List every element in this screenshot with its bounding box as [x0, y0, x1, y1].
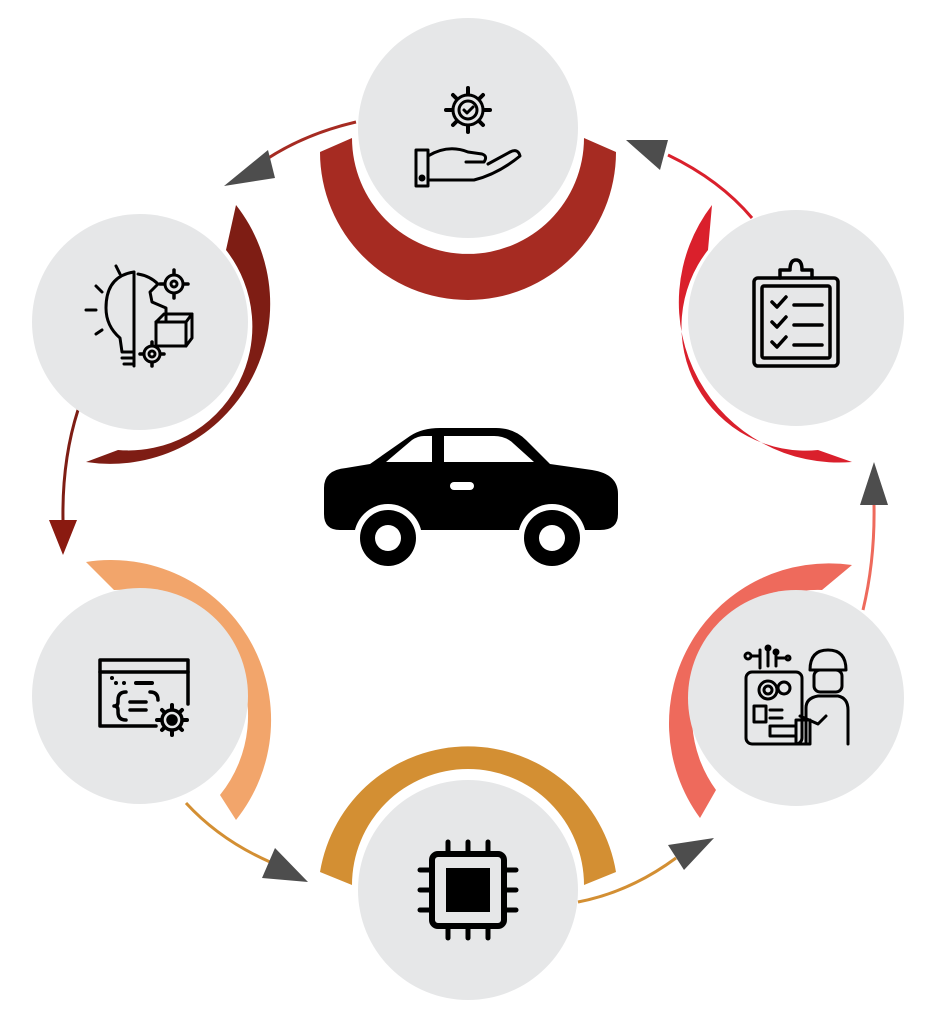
lightbulb-gears-icon	[84, 264, 194, 368]
connector-software-to-hardware	[184, 801, 271, 864]
engineer-workstation-icon	[743, 644, 850, 746]
connector-hardware-to-engineering	[577, 856, 677, 904]
arc-checklist	[678, 205, 852, 463]
circle-software	[32, 588, 248, 804]
arrowhead-hardware-to-engineering	[668, 838, 714, 870]
arrowhead-engineering-to-checklist	[860, 462, 888, 505]
clipboard-checklist-icon	[752, 258, 840, 368]
arc-hardware	[320, 746, 616, 885]
arc-software	[86, 560, 272, 820]
arrowhead-ideation-to-software	[49, 520, 77, 555]
arrowhead-checklist-to-service	[626, 140, 668, 170]
code-window-gear-icon	[98, 658, 190, 737]
microchip-icon	[417, 839, 519, 941]
circle-engineering	[688, 590, 904, 806]
arc-ideation	[86, 205, 271, 464]
arrowhead-service-to-ideation	[224, 150, 275, 186]
connectors	[49, 120, 888, 904]
circle-checklist	[688, 210, 904, 426]
circle-ideation	[32, 214, 248, 430]
arrowhead-software-to-hardware	[262, 848, 308, 882]
step-circles	[32, 18, 904, 1000]
connector-ideation-to-software	[61, 409, 80, 521]
car-icon	[324, 428, 618, 572]
connector-engineering-to-checklist	[861, 504, 876, 611]
gear-hand-icon	[414, 86, 522, 188]
connector-checklist-to-service	[667, 153, 754, 219]
arc-service	[320, 138, 616, 300]
